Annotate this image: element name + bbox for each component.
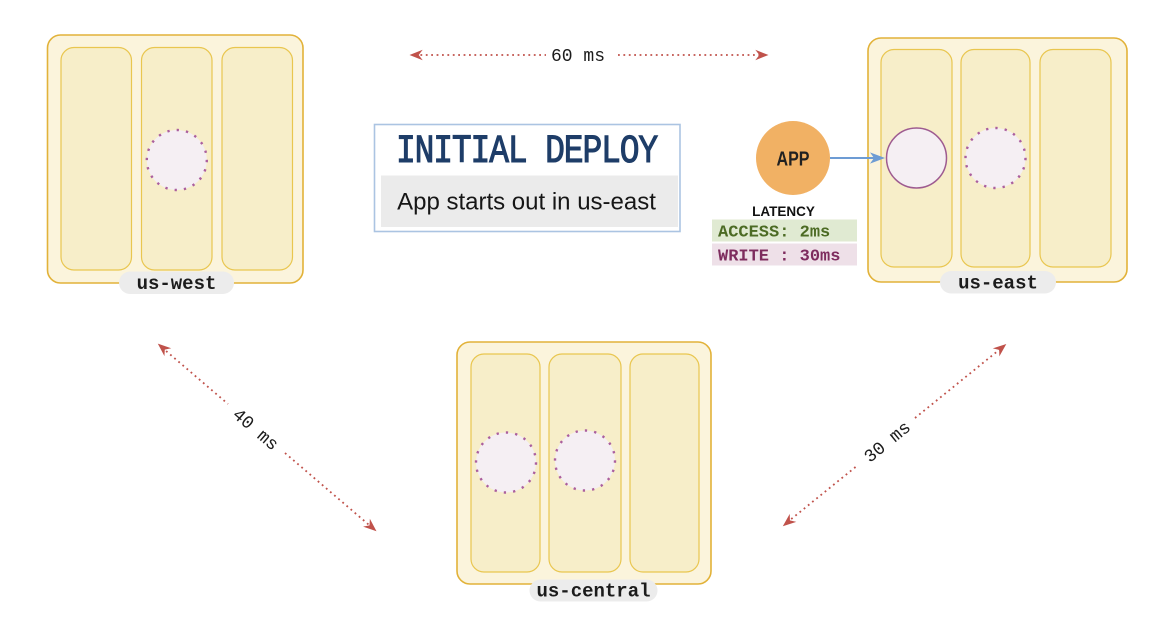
svg-text:30 ms: 30 ms — [861, 418, 915, 468]
svg-text:INITIAL DEPLOY: INITIAL DEPLOY — [396, 130, 658, 175]
svg-text:us-east: us-east — [958, 273, 1038, 295]
svg-text:60 ms: 60 ms — [551, 47, 605, 67]
svg-text:us-west: us-west — [137, 273, 217, 295]
svg-text:App starts out in us-east: App starts out in us-east — [397, 189, 656, 216]
svg-text:us-central: us-central — [536, 581, 650, 603]
svg-text:APP: APP — [777, 148, 810, 171]
svg-text:LATENCY: LATENCY — [752, 204, 815, 219]
svg-text:WRITE : 30ms: WRITE : 30ms — [718, 248, 840, 267]
svg-text:40 ms: 40 ms — [228, 405, 282, 455]
svg-text:ACCESS: 2ms: ACCESS: 2ms — [718, 224, 830, 243]
